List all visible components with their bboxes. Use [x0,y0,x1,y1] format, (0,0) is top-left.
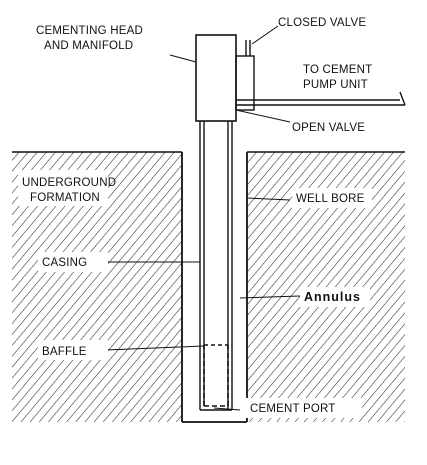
label-underground-line2: FORMATION [30,192,100,204]
label-to-cement-line2: PUMP UNIT [303,79,368,91]
leader-lines [104,25,301,411]
cement-path [203,345,229,407]
label-underground-line1: UNDERGROUND [22,177,116,189]
label-bg-underground [18,170,108,206]
label-cementing-head-line1: CEMENTING HEAD [36,25,143,37]
casing [199,120,233,411]
label-to-cement-line1: TO CEMENT [303,64,372,76]
label-cementing-head-line2: AND MANIFOLD [44,40,133,52]
label-cement-port: CEMENT PORT [250,403,335,415]
label-casing: CASING [42,257,87,269]
label-well-bore: WELL BORE [296,193,365,205]
underground-formation-hatch [12,152,405,422]
cementing-head [195,34,237,122]
label-bg-well-bore [292,188,372,208]
label-bg-cement-port [242,398,362,418]
label-bg-baffle [38,340,108,360]
label-annulus: Annulus [304,290,361,304]
pump-line [236,91,406,106]
label-open-valve: OPEN VALVE [292,122,365,134]
label-bg-annulus [300,287,370,307]
label-closed-valve: CLOSED VALVE [278,17,366,29]
label-bg-casing [38,252,108,272]
manifold [235,40,255,111]
label-baffle: BAFFLE [42,346,87,358]
